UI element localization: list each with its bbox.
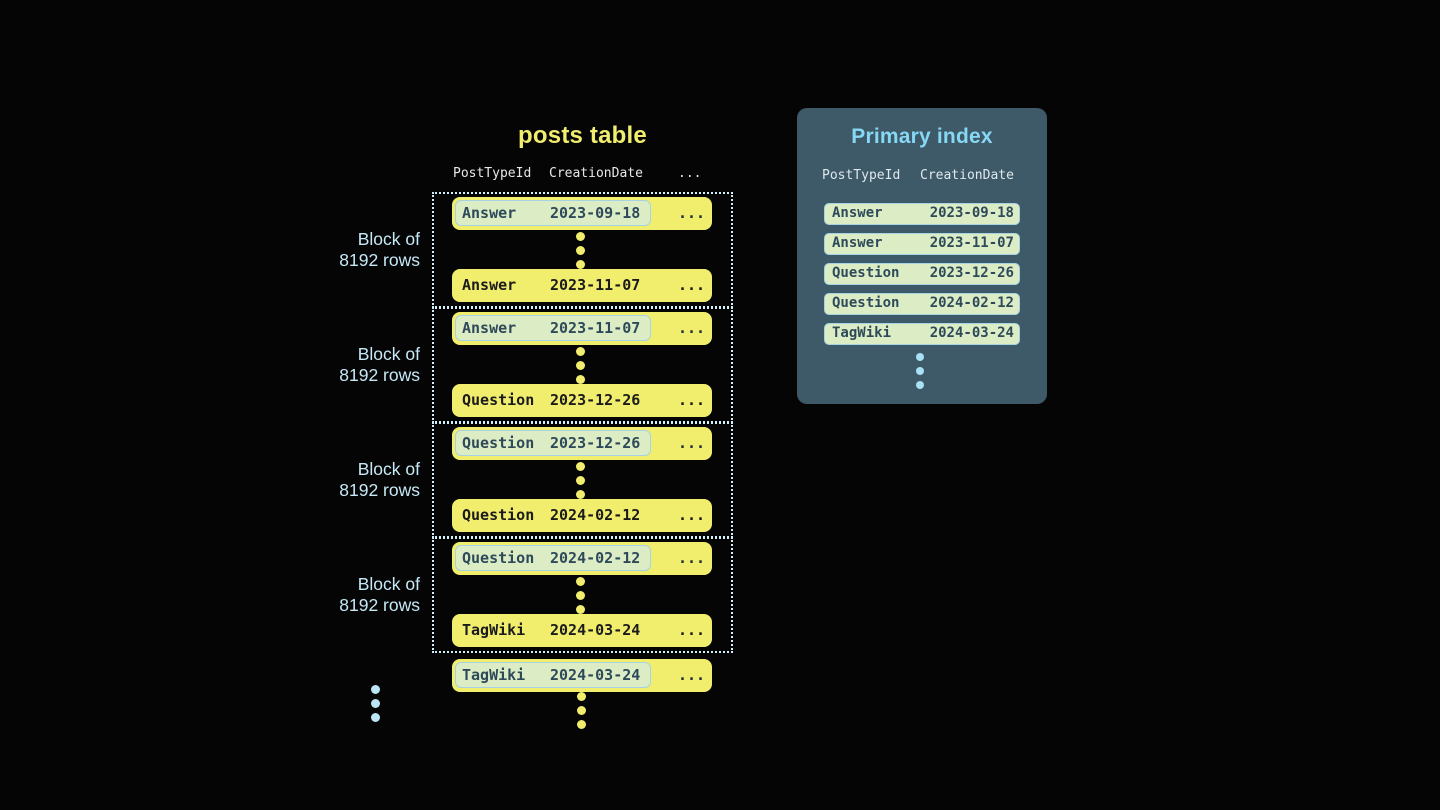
primary-index-row: Answer 2023-11-07 <box>824 233 1020 255</box>
column-header-ellipsis: ... <box>678 166 702 181</box>
cell-creationdate: 2023-12-26 <box>929 265 1014 281</box>
cell-creationdate: 2023-09-18 <box>929 205 1014 221</box>
index-highlight-box <box>455 545 651 571</box>
cell-posttypeid: TagWiki <box>462 621 526 639</box>
block-label-line1: Block of <box>357 459 420 479</box>
table-row-overflow: TagWiki 2024-03-24 ... <box>452 659 712 692</box>
more-blocks-ellipsis-dots <box>371 685 380 722</box>
table-row-block-last: TagWiki 2024-03-24 ... <box>452 614 712 647</box>
cell-posttypeid: Question <box>462 506 535 524</box>
cell-posttypeid: Answer <box>462 204 517 222</box>
blocks-container: Block of 8192 rows Answer 2023-09-18 ...… <box>339 192 733 653</box>
cell-creationdate: 2024-02-12 <box>550 506 641 524</box>
index-highlight-box <box>455 315 651 341</box>
cell-posttypeid: Answer <box>832 205 883 221</box>
block-label: Block of 8192 rows <box>260 459 420 501</box>
cell-ellipsis: ... <box>678 204 706 222</box>
primary-index-row: TagWiki 2024-03-24 <box>824 323 1020 345</box>
primary-index-rows: Answer 2023-09-18 Answer 2023-11-07 Ques… <box>824 203 1020 353</box>
table-row-block-first: Answer 2023-11-07 ... <box>452 312 712 345</box>
table-row-block-last: Answer 2023-11-07 ... <box>452 269 712 302</box>
cell-ellipsis: ... <box>678 666 706 684</box>
cell-creationdate: 2023-11-07 <box>929 235 1014 251</box>
more-rows-ellipsis-dots <box>577 692 586 729</box>
index-highlight-box <box>455 662 651 688</box>
cell-ellipsis: ... <box>678 434 706 452</box>
column-header-posttypeid: PostTypeId <box>453 166 532 181</box>
cell-creationdate: 2023-09-18 <box>550 204 641 222</box>
block-label: Block of 8192 rows <box>260 344 420 386</box>
cell-creationdate: 2024-03-24 <box>929 325 1014 341</box>
block-label: Block of 8192 rows <box>260 229 420 271</box>
cell-creationdate: 2023-11-07 <box>550 276 641 294</box>
cell-ellipsis: ... <box>678 549 706 567</box>
cell-creationdate: 2024-02-12 <box>550 549 641 567</box>
cell-posttypeid: TagWiki <box>462 666 526 684</box>
column-header-creationdate: CreationDate <box>549 166 643 181</box>
cell-posttypeid: Answer <box>462 319 517 337</box>
primary-index-panel: Primary index PostTypeId CreationDate An… <box>797 108 1047 404</box>
cell-creationdate: 2024-03-24 <box>550 666 641 684</box>
cell-posttypeid: Question <box>462 549 535 567</box>
table-row-block-last: Question 2023-12-26 ... <box>452 384 712 417</box>
row-block: Block of 8192 rows Answer 2023-09-18 ...… <box>339 192 733 308</box>
hidden-rows-ellipsis-dots <box>576 577 585 614</box>
primary-index-title: Primary index <box>851 125 993 148</box>
index-highlight-box <box>455 200 651 226</box>
cell-ellipsis: ... <box>678 319 706 337</box>
block-label-line2: 8192 rows <box>339 480 420 500</box>
cell-posttypeid: Question <box>832 265 900 281</box>
column-header-creationdate: CreationDate <box>920 168 1014 183</box>
table-row-block-first: Question 2024-02-12 ... <box>452 542 712 575</box>
block-label: Block of 8192 rows <box>260 574 420 616</box>
hidden-rows-ellipsis-dots <box>576 232 585 269</box>
index-highlight-box <box>455 430 651 456</box>
primary-index-row: Answer 2023-09-18 <box>824 203 1020 225</box>
block-label-line1: Block of <box>357 574 420 594</box>
posts-table-column-headers: PostTypeId CreationDate ... <box>432 166 733 184</box>
cell-ellipsis: ... <box>678 276 706 294</box>
row-block: Block of 8192 rows Question 2023-12-26 .… <box>339 422 733 538</box>
posts-table-title: posts table <box>518 122 647 149</box>
primary-index-column-headers: PostTypeId CreationDate <box>797 168 1047 184</box>
block-label-line1: Block of <box>357 344 420 364</box>
cell-creationdate: 2023-12-26 <box>550 391 641 409</box>
cell-creationdate: 2023-11-07 <box>550 319 641 337</box>
block-label-line2: 8192 rows <box>339 365 420 385</box>
row-block: Block of 8192 rows Question 2024-02-12 .… <box>339 537 733 653</box>
cell-posttypeid: Answer <box>832 235 883 251</box>
cell-posttypeid: TagWiki <box>832 325 892 341</box>
table-row-block-first: Answer 2023-09-18 ... <box>452 197 712 230</box>
block-label-line1: Block of <box>357 229 420 249</box>
hidden-rows-ellipsis-dots <box>576 462 585 499</box>
cell-creationdate: 2023-12-26 <box>550 434 641 452</box>
primary-index-row: Question 2024-02-12 <box>824 293 1020 315</box>
row-block: Block of 8192 rows Answer 2023-11-07 ...… <box>339 307 733 423</box>
cell-ellipsis: ... <box>678 506 706 524</box>
cell-posttypeid: Question <box>462 391 535 409</box>
table-row-block-first: Question 2023-12-26 ... <box>452 427 712 460</box>
cell-ellipsis: ... <box>678 391 706 409</box>
column-header-posttypeid: PostTypeId <box>822 168 901 183</box>
cell-ellipsis: ... <box>678 621 706 639</box>
cell-posttypeid: Question <box>462 434 535 452</box>
table-row-block-last: Question 2024-02-12 ... <box>452 499 712 532</box>
hidden-rows-ellipsis-dots <box>576 347 585 384</box>
primary-index-row: Question 2023-12-26 <box>824 263 1020 285</box>
block-label-line2: 8192 rows <box>339 250 420 270</box>
cell-creationdate: 2024-02-12 <box>929 295 1014 311</box>
block-label-line2: 8192 rows <box>339 595 420 615</box>
cell-posttypeid: Answer <box>462 276 517 294</box>
more-index-entries-ellipsis-dots <box>916 353 924 389</box>
cell-posttypeid: Question <box>832 295 900 311</box>
cell-creationdate: 2024-03-24 <box>550 621 641 639</box>
